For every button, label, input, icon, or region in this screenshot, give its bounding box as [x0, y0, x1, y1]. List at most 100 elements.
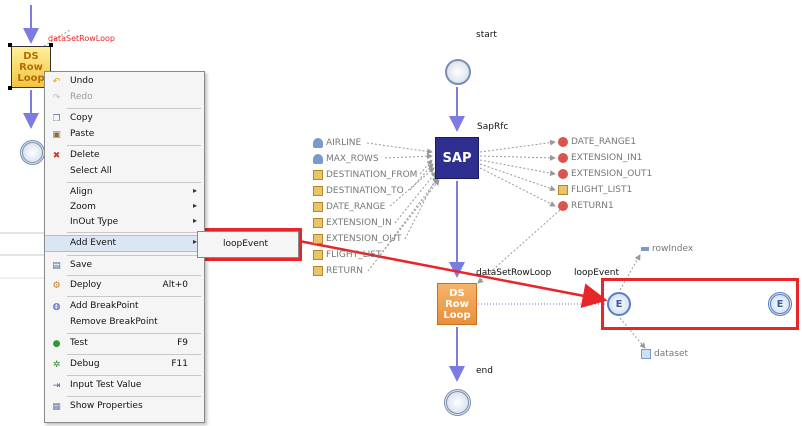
menu-separator — [67, 108, 201, 109]
sel-ds-line-2: Row — [19, 61, 43, 73]
redo-icon: ↷ — [52, 92, 61, 103]
deploy-icon: ⚙ — [52, 280, 61, 291]
selection-handle-bl[interactable] — [8, 86, 12, 90]
table-icon — [313, 266, 323, 276]
input-param[interactable]: FLIGHT_LIST — [313, 250, 381, 260]
menu-item-select-all[interactable]: Select All — [70, 166, 112, 176]
start-label: start — [476, 30, 497, 40]
table-icon — [313, 218, 323, 228]
ds-line-2: Row — [445, 298, 469, 310]
output-param[interactable]: EXTENSION_OUT1 — [558, 169, 652, 179]
menu-separator — [67, 396, 201, 397]
table-icon — [313, 234, 323, 244]
add-event-submenu: loopEvent — [197, 231, 299, 258]
left-end-node[interactable] — [20, 140, 45, 165]
loop-event-label: loopEvent — [574, 268, 620, 278]
menu-item-delete[interactable]: ✖Delete — [52, 150, 100, 161]
sap-rfc-node[interactable]: SAP — [435, 137, 479, 179]
submenu-arrow-icon: ▸ — [192, 237, 197, 246]
menu-separator — [67, 145, 201, 146]
output-param[interactable]: RETURN1 — [558, 201, 614, 211]
menu-separator — [67, 232, 201, 233]
loop-event-start-node[interactable]: E — [607, 292, 631, 316]
red-key-icon — [558, 201, 568, 211]
context-menu: ↶Undo ↷Redo ❐Copy ▣Paste ✖Delete Select … — [44, 71, 205, 423]
menu-item-show-properties[interactable]: ▦Show Properties — [52, 401, 143, 412]
selected-node-label: dataSetRowLoop — [48, 34, 115, 43]
dataset-row-loop-node[interactable]: DS Row Loop — [437, 283, 477, 325]
submenu-arrow-icon: ▸ — [192, 201, 197, 210]
menu-item-inout-type[interactable]: InOut Type▸ — [70, 216, 197, 227]
menu-item-undo[interactable]: ↶Undo — [52, 76, 94, 87]
input-icon: ⇥ — [52, 380, 61, 391]
properties-icon: ▦ — [52, 401, 61, 412]
ds-line-1: DS — [449, 287, 465, 299]
key-icon — [313, 138, 323, 148]
menu-separator — [67, 296, 201, 297]
end-node[interactable] — [444, 389, 471, 416]
row-index-output[interactable]: rowIndex — [641, 244, 693, 254]
table-icon — [313, 186, 323, 196]
event-highlight-box — [601, 278, 799, 330]
output-param[interactable]: DATE_RANGE1 — [558, 137, 636, 147]
sap-node-text: SAP — [442, 150, 472, 166]
loop-event-end-node[interactable]: E — [768, 292, 792, 316]
input-param[interactable]: AIRLINE — [313, 138, 361, 148]
red-key-icon — [558, 169, 568, 179]
dataset-output[interactable]: dataset — [641, 349, 688, 359]
key-icon — [313, 154, 323, 164]
menu-item-copy[interactable]: ❐Copy — [52, 113, 93, 124]
table-icon — [313, 170, 323, 180]
input-param[interactable]: DATE_RANGE — [313, 202, 385, 212]
input-param[interactable]: DESTINATION_TO — [313, 186, 404, 196]
selection-handle-tl[interactable] — [8, 43, 12, 47]
menu-separator — [67, 333, 201, 334]
sel-ds-line-3: Loop — [17, 72, 45, 84]
table-icon — [313, 202, 323, 212]
menu-item-redo[interactable]: ↷Redo — [52, 92, 93, 103]
ds-node-label: dataSetRowLoop — [476, 268, 552, 278]
sel-ds-line-1: DS — [23, 50, 39, 62]
menu-item-zoom[interactable]: Zoom▸ — [70, 201, 197, 212]
menu-item-paste[interactable]: ▣Paste — [52, 129, 95, 140]
menu-separator — [67, 182, 201, 183]
start-node[interactable] — [445, 59, 471, 85]
menu-separator — [67, 275, 201, 276]
red-key-icon — [558, 137, 568, 147]
input-param[interactable]: EXTENSION_OUT — [313, 234, 401, 244]
breakpoint-icon: ◍ — [52, 301, 61, 312]
menu-separator — [67, 354, 201, 355]
test-icon: ● — [52, 338, 61, 349]
table-icon — [558, 185, 568, 195]
output-param[interactable]: FLIGHT_LIST1 — [558, 185, 632, 195]
output-param[interactable]: EXTENSION_IN1 — [558, 153, 642, 163]
menu-item-input-test-value[interactable]: ⇥Input Test Value — [52, 380, 142, 391]
menu-item-align[interactable]: Align▸ — [70, 186, 197, 197]
input-param[interactable]: EXTENSION_IN — [313, 218, 392, 228]
selection-handle-tr[interactable] — [49, 43, 53, 47]
submenu-item-loop-event[interactable]: loopEvent — [223, 239, 269, 249]
field-icon — [641, 247, 649, 251]
undo-icon: ↶ — [52, 76, 61, 87]
paste-icon: ▣ — [52, 129, 61, 140]
submenu-arrow-icon: ▸ — [192, 186, 197, 195]
input-param[interactable]: DESTINATION_FROM — [313, 170, 417, 180]
menu-item-add-breakpoint[interactable]: ◍Add BreakPoint — [52, 301, 139, 312]
sap-node-label: SapRfc — [477, 122, 509, 132]
debug-icon: ✲ — [52, 359, 61, 370]
copy-icon: ❐ — [52, 113, 61, 124]
save-icon: ▤ — [52, 260, 61, 271]
menu-item-save[interactable]: ▤Save — [52, 260, 93, 271]
menu-separator — [67, 375, 201, 376]
menu-item-add-event[interactable]: Add Event▸ — [45, 235, 204, 252]
table-icon — [313, 250, 323, 260]
delete-icon: ✖ — [52, 150, 61, 161]
input-param[interactable]: MAX_ROWS — [313, 154, 379, 164]
ds-line-3: Loop — [443, 309, 471, 321]
menu-item-remove-breakpoint[interactable]: Remove BreakPoint — [70, 317, 158, 327]
input-param[interactable]: RETURN — [313, 266, 363, 276]
